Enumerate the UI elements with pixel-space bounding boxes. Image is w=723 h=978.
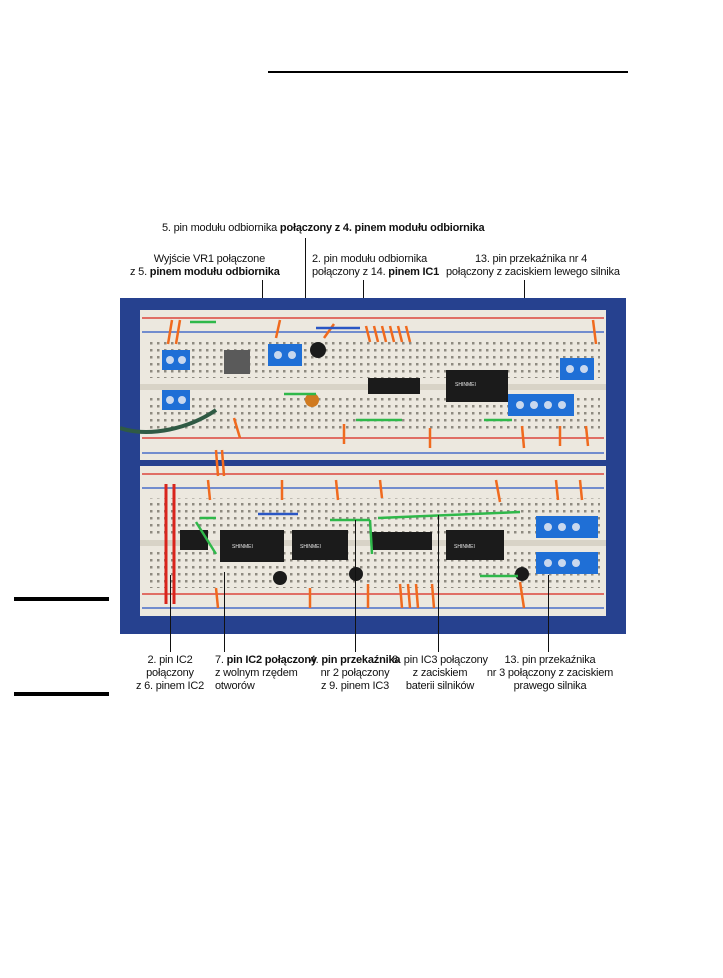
orange-wires — [166, 319, 598, 609]
relay-labels: SHINMEI SHINMEI SHINMEI SHINMEI — [232, 382, 476, 550]
callout-pin2-receiver: 2. pin modułu odbiornika połączony z 14.… — [312, 253, 440, 278]
callout-relay3-pin13: 13. pin przekaźnika nr 3 połączony z zac… — [486, 654, 614, 692]
leader-relay3-pin13 — [548, 575, 549, 652]
red-wires — [164, 484, 176, 604]
leader-ic2-pin2 — [170, 575, 171, 652]
ics-and-relays — [180, 342, 529, 585]
green-wires — [190, 320, 521, 578]
callout-ic2-pin2: 2. pin IC2 połączony z 6. pinem IC2 — [135, 654, 205, 692]
callout-ic3-pin8: 8. pin IC3 połączony z zaciskiem baterii… — [392, 654, 488, 692]
callout-ic2-pin7: 7. pin IC2 połączony z wolnym rzędem otw… — [215, 654, 317, 692]
side-rule-upper — [14, 597, 109, 601]
side-rule-lower — [14, 692, 109, 696]
power-cable — [120, 408, 218, 434]
breadboard-photo: SHINMEI SHINMEI SHINMEI SHINMEI — [120, 298, 626, 634]
callout-relay2-pin4: 4. pin przekaźnika nr 2 połączony z 9. p… — [309, 654, 401, 692]
callout-relay4-pin13: 13. pin przekaźnika nr 4 połączony z zac… — [446, 253, 620, 278]
svg-text:SHINMEI: SHINMEI — [455, 382, 476, 388]
terminal-blocks — [162, 344, 598, 574]
callout-vr1-output: Wyjście VR1 połączone z 5. pinem modułu … — [130, 253, 280, 278]
blue-wires — [258, 326, 360, 516]
leader-ic3-pin8 — [438, 515, 439, 652]
top-rule — [268, 71, 628, 73]
svg-text:SHINMEI: SHINMEI — [454, 544, 475, 550]
callout-pin5-receiver: 5. pin modułu odbiornika połączony z 4. … — [162, 222, 485, 234]
leader-ic2-pin7 — [224, 572, 225, 652]
svg-text:SHINMEI: SHINMEI — [300, 544, 321, 550]
svg-text:SHINMEI: SHINMEI — [232, 544, 253, 550]
leader-relay2-pin4 — [355, 520, 356, 652]
